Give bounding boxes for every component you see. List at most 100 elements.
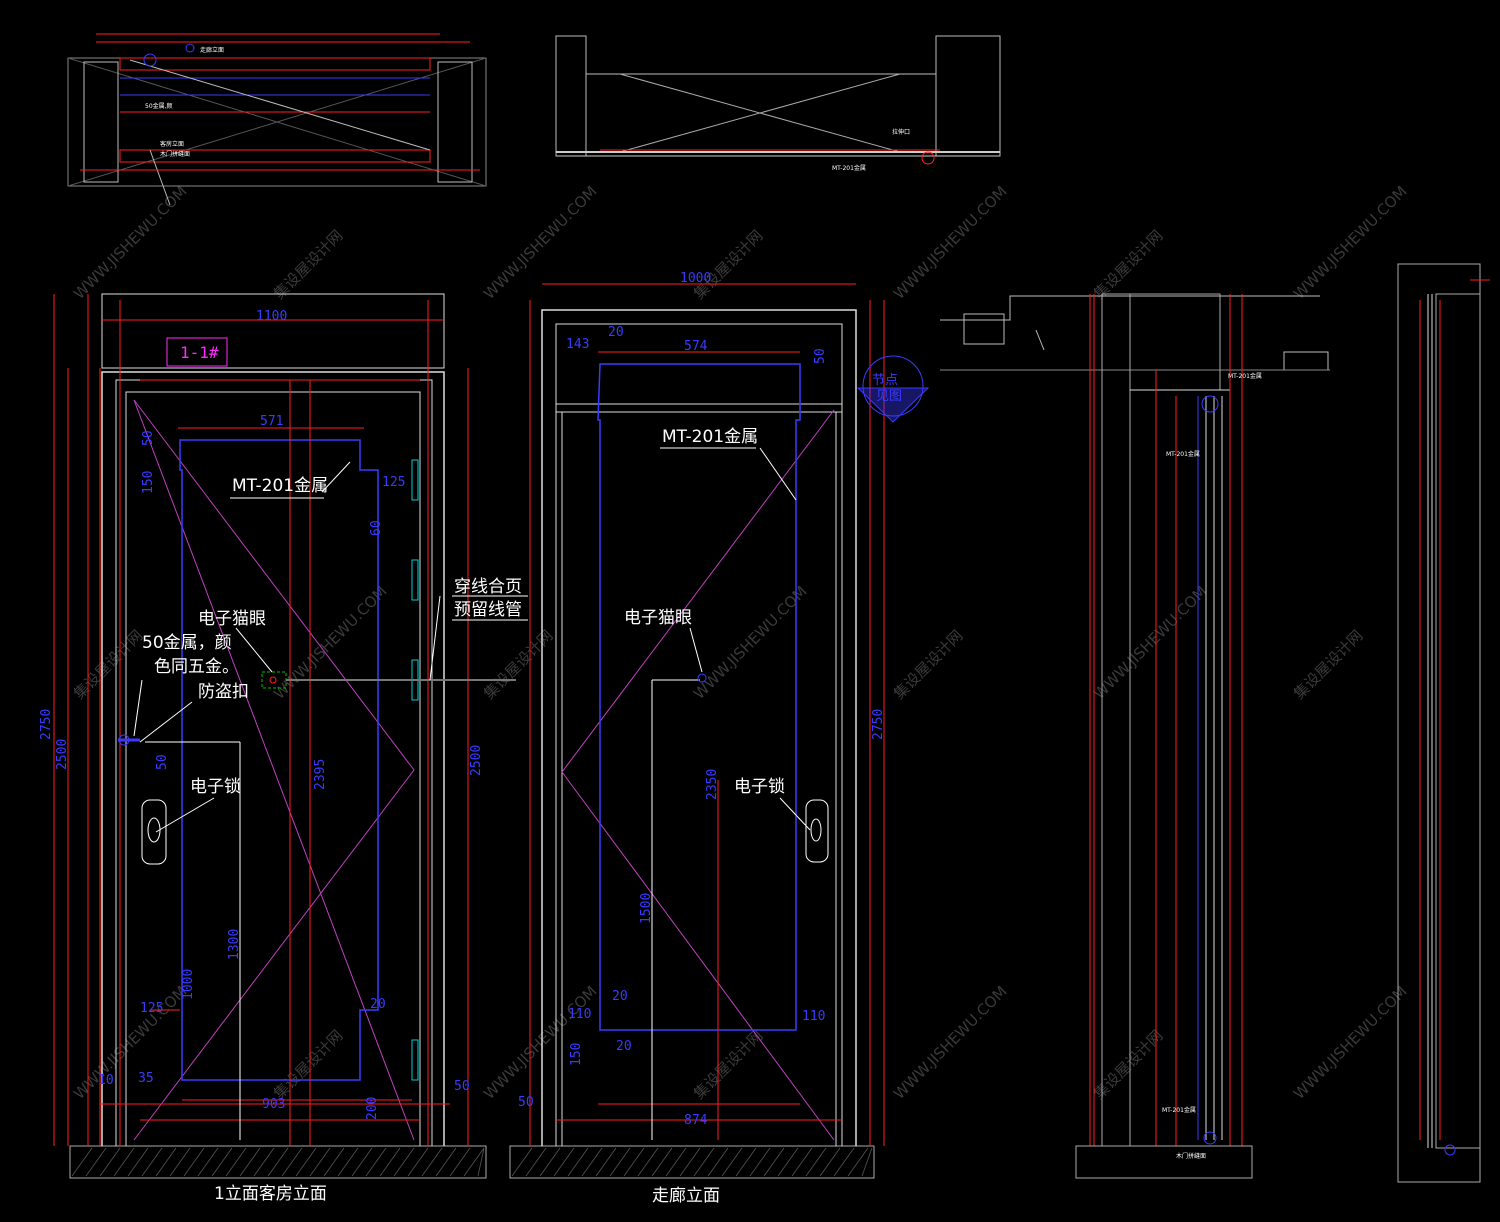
dim-50c: 50	[155, 754, 170, 770]
floor-hatch-line	[833, 1147, 855, 1177]
floor-hatch-line	[407, 1147, 429, 1177]
floor-hatch-line	[225, 1147, 247, 1177]
corridor-elevation: 节点 见图	[509, 283, 930, 1179]
floor-hatch-line	[253, 1147, 275, 1177]
annotations: MT-201金属 穿线合页 预留线管 电子猫眼 50金属，颜 色同五金。 防盗扣…	[142, 427, 785, 1206]
floor-hatch-line	[155, 1147, 177, 1177]
dim-r-50a: 50	[813, 348, 828, 364]
watermark-text: WWW.JISHEWU.COM	[1290, 182, 1411, 303]
dim-inner-width: 571	[260, 414, 283, 429]
plan-section-left: 走廊立面 客房立面 木门拼缝面 50金属,颜	[67, 33, 487, 206]
floor-hatch-line	[365, 1147, 387, 1177]
dim-r-150: 150	[569, 1043, 584, 1066]
svg-text:MT-201金属: MT-201金属	[1162, 1106, 1196, 1114]
svg-text:MT-201金属: MT-201金属	[832, 164, 866, 172]
watermark-text: 集设屋设计网	[690, 1026, 766, 1102]
floor-hatch-line	[679, 1147, 701, 1177]
floor-hatch-line	[239, 1147, 261, 1177]
floor-hatch-line	[819, 1147, 841, 1177]
watermark-text: 集设屋设计网	[270, 1026, 346, 1102]
floor-hatch-line	[805, 1147, 827, 1177]
floor-hatch-line	[421, 1147, 443, 1177]
floor-hatch-line	[435, 1147, 457, 1177]
watermark-text: 集设屋设计网	[1290, 626, 1366, 702]
dim-35: 35	[138, 1071, 154, 1086]
floor-hatch-line	[99, 1147, 121, 1177]
dim-lower-height: 1000	[181, 969, 196, 1000]
watermark-text: 集设屋设计网	[690, 226, 766, 302]
floor-hatch-line	[393, 1147, 415, 1177]
floor-hatch-line	[337, 1147, 359, 1177]
guest-room-title: 1立面客房立面	[214, 1184, 327, 1204]
detail-tag-line1: 节点	[872, 373, 898, 388]
floor-hatch-line	[721, 1147, 743, 1177]
floor-hatch-line	[323, 1147, 345, 1177]
floor-hatch-line	[595, 1147, 617, 1177]
floor-hatch-line	[735, 1147, 757, 1177]
guest-room-elevation: 1-1#	[53, 293, 528, 1179]
metal-label-line1: 50金属，颜	[142, 633, 232, 653]
floor-hatch-line	[379, 1147, 401, 1177]
floor-hatch-line	[609, 1147, 631, 1177]
watermark-text: WWW.JISHEWU.COM	[70, 182, 191, 303]
floor-hatch-line	[665, 1147, 687, 1177]
svg-text:走廊立面: 走廊立面	[200, 46, 224, 54]
floor-hatch-line	[169, 1147, 191, 1177]
watermark-text: WWW.JISHEWU.COM	[890, 182, 1011, 303]
floor-hatch-line	[763, 1147, 785, 1177]
dim-height-right: 2500	[469, 745, 484, 776]
watermark-text: 集设屋设计网	[890, 626, 966, 702]
dim-door-width: 903	[262, 1097, 285, 1112]
floor-hatch-line	[141, 1147, 163, 1177]
floor-hatch-line	[183, 1147, 205, 1177]
dim-r-width-total: 1000	[680, 271, 711, 286]
floor-hatch-line	[463, 1147, 485, 1177]
dim-r-110a: 110	[568, 1007, 591, 1022]
watermark-text: WWW.JISHEWU.COM	[480, 182, 601, 303]
corridor-title: 走廊立面	[652, 1186, 720, 1206]
dim-50b: 50	[454, 1079, 470, 1094]
watermark-text: WWW.JISHEWU.COM	[890, 982, 1011, 1103]
floor-hatch-line	[477, 1147, 485, 1177]
corridor-mt201-label: MT-201金属	[662, 427, 758, 447]
svg-text:木门拼缝面: 木门拼缝面	[160, 150, 190, 158]
lock-label: 电子锁	[190, 777, 241, 797]
watermark-text: WWW.JISHEWU.COM	[270, 582, 391, 703]
svg-text:MT-201金属: MT-201金属	[1166, 450, 1200, 458]
section-tag: 1-1#	[180, 343, 219, 362]
dim-r-handle-height: 1500	[639, 893, 654, 924]
detail-tag-line2: 见图	[876, 389, 902, 404]
watermark-text: 集设屋设计网	[480, 626, 556, 702]
floor-hatch-line	[847, 1147, 869, 1177]
corridor-peephole-label: 电子猫眼	[624, 608, 692, 628]
plan-section-center: 拉伸口 MT-201金属	[555, 35, 1001, 172]
dim-r-143: 143	[566, 337, 589, 352]
dim-r-50b: 50	[518, 1095, 534, 1110]
floor-hatch-line	[85, 1147, 107, 1177]
watermark-text: WWW.JISHEWU.COM	[1090, 582, 1211, 703]
dim-r-inner-width: 574	[684, 339, 708, 354]
corridor-lock-label: 电子锁	[734, 777, 785, 797]
side-section: MT-201金属 MT-201金属 MT-201金属 木门拼缝面	[940, 293, 1330, 1179]
watermark-text: WWW.JISHEWU.COM	[1290, 982, 1411, 1103]
floor-hatch-line	[351, 1147, 373, 1177]
floor-hatch-line	[749, 1147, 771, 1177]
dim-height-panel: 2395	[313, 759, 328, 790]
dim-10: 10	[98, 1073, 114, 1088]
floor-hatch-line	[791, 1147, 813, 1177]
floor-hatch-line	[567, 1147, 589, 1177]
hinge-label-line1: 穿线合页	[454, 577, 522, 597]
dim-r-door-width: 874	[684, 1113, 708, 1128]
dim-50a: 50	[141, 430, 156, 446]
svg-text:木门拼缝面: 木门拼缝面	[1176, 1152, 1206, 1160]
svg-text:拉伸口: 拉伸口	[892, 128, 910, 136]
floor-hatch-line	[211, 1147, 233, 1177]
dim-r-height-panel: 2350	[705, 769, 720, 800]
floor-hatch-line	[309, 1147, 331, 1177]
dim-r-20a: 20	[608, 325, 624, 340]
floor-hatch-line	[539, 1147, 561, 1177]
floor-hatch-line	[651, 1147, 673, 1177]
floor-hatch-line	[623, 1147, 645, 1177]
dim-20: 20	[370, 997, 386, 1012]
dim-125a: 125	[140, 1001, 163, 1016]
